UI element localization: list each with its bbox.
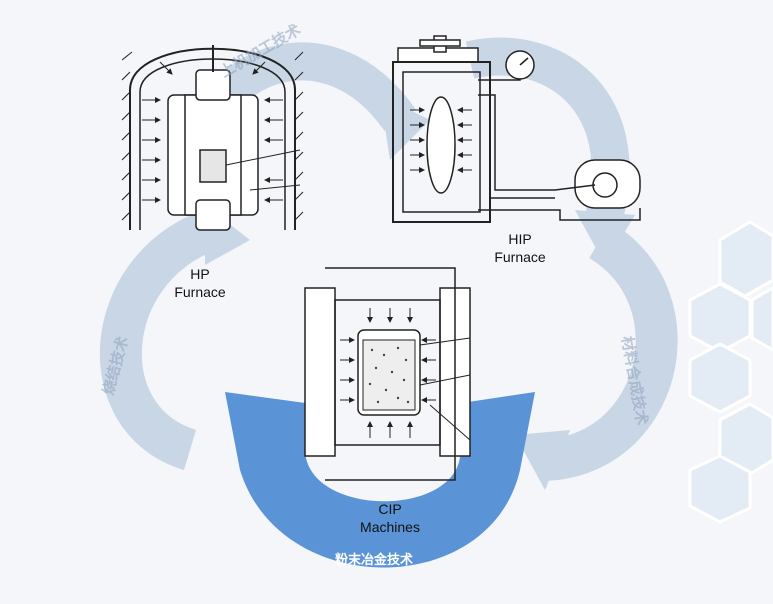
cip-machines-label: CIP Machines: [340, 500, 440, 536]
hp-furnace-drawing: [121, 45, 304, 231]
hip-furnace-drawing: [392, 35, 641, 223]
hip-label-line2: Furnace: [494, 249, 546, 265]
hp-label-line2: Furnace: [174, 284, 226, 300]
hexagon-pattern: [688, 220, 773, 524]
hp-furnace-label: HP Furnace: [160, 265, 240, 301]
cip-label-line2: Machines: [360, 519, 420, 535]
hip-label-line1: HIP: [508, 231, 532, 247]
powder-metallurgy-title: 粉末冶金技术: [335, 552, 414, 567]
cip-machine-drawing: [304, 267, 471, 481]
hp-label-line1: HP: [190, 266, 210, 282]
cip-label-line1: CIP: [378, 501, 402, 517]
hip-furnace-label: HIP Furnace: [480, 230, 560, 266]
